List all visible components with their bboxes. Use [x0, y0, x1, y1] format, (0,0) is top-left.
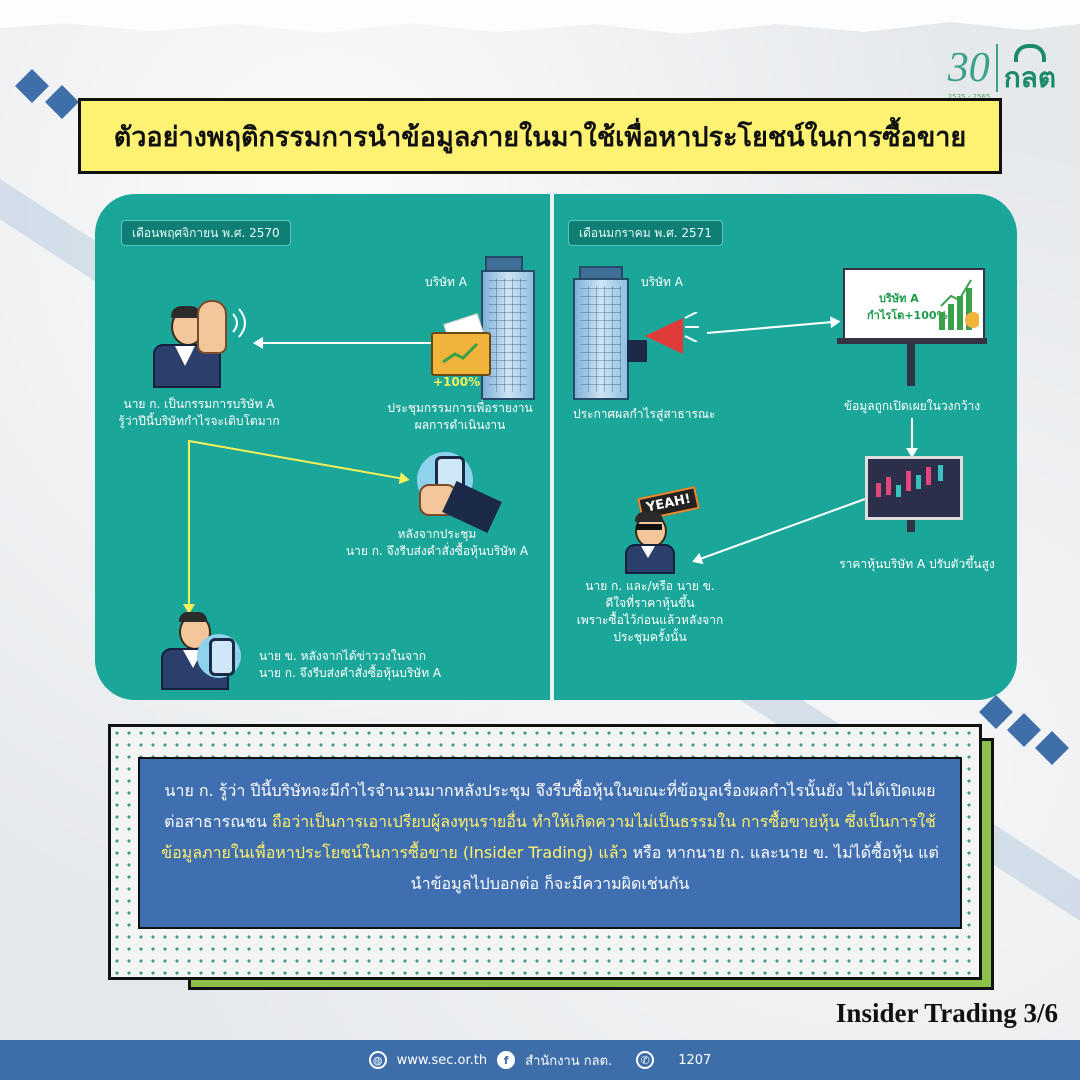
info-arrow	[255, 342, 431, 344]
billboard-pole	[907, 344, 915, 386]
order-arrow	[188, 440, 408, 481]
billboard-line: กำไรโต+100%	[867, 309, 948, 322]
caption-line: ผลการดำเนินงาน	[414, 418, 506, 432]
note-text: นาย ก. รู้ว่า ปีนี้บริษัทจะมีกำไรจำนวนมา…	[164, 781, 936, 831]
sunglasses-icon	[636, 524, 662, 530]
sound-lines-icon	[684, 312, 699, 342]
candle	[906, 471, 911, 491]
caption-line: นาย ก. เป็นกรรมการบริษัท A	[123, 397, 275, 411]
hair	[179, 612, 207, 622]
sound-wave-icon	[232, 308, 246, 338]
caption-line: นาย ก. จึงรีบส่งคำสั่งซื้อหุ้นบริษัท A	[345, 544, 529, 558]
facebook-link[interactable]: สำนักงาน กลต.	[525, 1053, 613, 1069]
billboard-base	[837, 338, 987, 344]
arrow-head	[183, 604, 195, 614]
infographic-panel: เดือนพฤศจิกายน พ.ศ. 2570 บริษัท A +100% …	[95, 194, 1017, 700]
caption-line: นาย ก. จึงรีบส่งคำสั่งซื้อหุ้นบริษัท A	[259, 666, 442, 680]
candle	[896, 485, 901, 497]
candle	[916, 475, 921, 489]
hair	[171, 306, 201, 318]
sec-logo: 30 2535 - 2565 กลต	[947, 44, 1056, 101]
series-page-label: Insider Trading 3/6	[835, 998, 1058, 1028]
disclosed-caption: ข้อมูลถูกเปิดเผยในวงกว้าง	[843, 399, 981, 413]
sec-wordmark: กลต	[1004, 44, 1056, 92]
page-title: ตัวอย่างพฤติกรรมการนำข้อมูลภายในมาใช้เพื…	[113, 121, 967, 153]
candle	[876, 483, 881, 497]
billboard-icon: บริษัท A กำไรโต+100%	[843, 268, 985, 340]
candle	[886, 477, 891, 495]
caption-line: เพราะซื้อไว้ก่อนแล้วหลังจาก	[576, 613, 724, 627]
megaphone-icon	[625, 310, 695, 370]
candle	[926, 467, 931, 485]
growth-bars-icon	[939, 279, 979, 330]
phone-icon	[209, 638, 235, 676]
megaphone-cone	[645, 318, 683, 354]
mr-kh-caption: นาย ข. หลังจากได้ข่าววงในจาก นาย ก. จึงร…	[259, 648, 479, 682]
sec-ring-icon	[1013, 44, 1046, 62]
globe-icon: ◍	[368, 1051, 387, 1069]
sec-name: กลต	[1003, 62, 1056, 93]
caption-line: ประชุมกรรมการเพื่อรายงาน	[387, 401, 533, 415]
right-date-tag: เดือนมกราคม พ.ศ. 2571	[568, 220, 723, 246]
hair	[635, 512, 663, 522]
right-company-label: บริษัท A	[641, 275, 683, 289]
meeting-caption: ประชุมกรรมการเพื่อรายงาน ผลการดำเนินงาน	[385, 400, 535, 434]
logo-separator	[995, 44, 998, 92]
hotline-number[interactable]: 1207	[678, 1052, 712, 1068]
phone-icon: ✆	[636, 1051, 655, 1069]
left-company-label: บริษัท A	[425, 275, 467, 289]
folder-icon	[431, 332, 491, 376]
announce-caption: ประกาศผลกำไรสู่สาธารณะ	[573, 407, 716, 421]
title-banner: ตัวอย่างพฤติกรรมการนำข้อมูลภายในมาใช้เพื…	[78, 98, 1002, 174]
anniversary-number: 30	[947, 45, 990, 91]
note-highlight: ถือว่าเป็นการเอาเปรียบผู้ลงทุนรายอื่น ทำ…	[161, 812, 936, 862]
website-link[interactable]: www.sec.or.th	[396, 1052, 488, 1068]
caption-line: นาย ข. หลังจากได้ข่าววงในจาก	[259, 649, 426, 663]
happy-investor-figure	[625, 512, 675, 574]
megaphone-handle	[627, 340, 647, 362]
happy-caption: นาย ก. และ/หรือ นาย ข. ดีใจที่ราคาหุ้นขึ…	[565, 578, 735, 646]
summary-note: นาย ก. รู้ว่า ปีนี้บริษัทจะมีกำไรจำนวนมา…	[138, 757, 962, 929]
announce-arrow	[706, 320, 839, 334]
caption-line: รู้ว่าปีนี้บริษัทกำไรจะเติบโตมาก	[118, 414, 280, 428]
caption-line: นาย ก. และ/หรือ นาย ข.	[585, 579, 715, 593]
growth-label: +100%	[433, 375, 481, 389]
anniversary-years: 2535 - 2565	[947, 93, 991, 101]
after-meeting-caption: หลังจากประชุม นาย ก. จึงรีบส่งคำสั่งซื้อ…	[327, 526, 547, 560]
facebook-icon[interactable]: f	[497, 1051, 516, 1069]
stock-chart-icon	[865, 456, 963, 520]
footer: ◍ www.sec.or.th f สำนักงาน กลต. ✆ 1207	[0, 1040, 1080, 1080]
caption-line: ประชุมครั้งนั้น	[613, 630, 687, 644]
ear-icon	[197, 300, 227, 354]
anniversary-logo: 30 2535 - 2565	[947, 45, 991, 101]
down-arrow-head	[906, 448, 918, 458]
down-arrow-line	[911, 418, 913, 450]
billboard-line: บริษัท A	[879, 292, 919, 305]
price-caption: ราคาหุ้นบริษัท A ปรับตัวขึ้นสูง	[839, 557, 995, 571]
price-arrow	[693, 498, 866, 563]
billboard-text: บริษัท A กำไรโต+100%	[867, 290, 948, 324]
panel-divider	[550, 194, 554, 700]
note-text: หรือ หากนาย ก. และนาย ข. ไม่ได้ซื้อหุ้น …	[410, 843, 939, 893]
caption-line: ดีใจที่ราคาหุ้นขึ้น	[605, 596, 695, 610]
candle	[938, 465, 943, 481]
left-date-tag: เดือนพฤศจิกายน พ.ศ. 2570	[121, 220, 291, 246]
monitor-stand	[907, 520, 915, 532]
tip-line	[188, 440, 190, 608]
mr-k-caption: นาย ก. เป็นกรรมการบริษัท A รู้ว่าปีนี้บร…	[99, 396, 299, 430]
caption-line: หลังจากประชุม	[397, 527, 477, 541]
building-icon	[573, 278, 629, 400]
hand-icon	[419, 484, 457, 516]
